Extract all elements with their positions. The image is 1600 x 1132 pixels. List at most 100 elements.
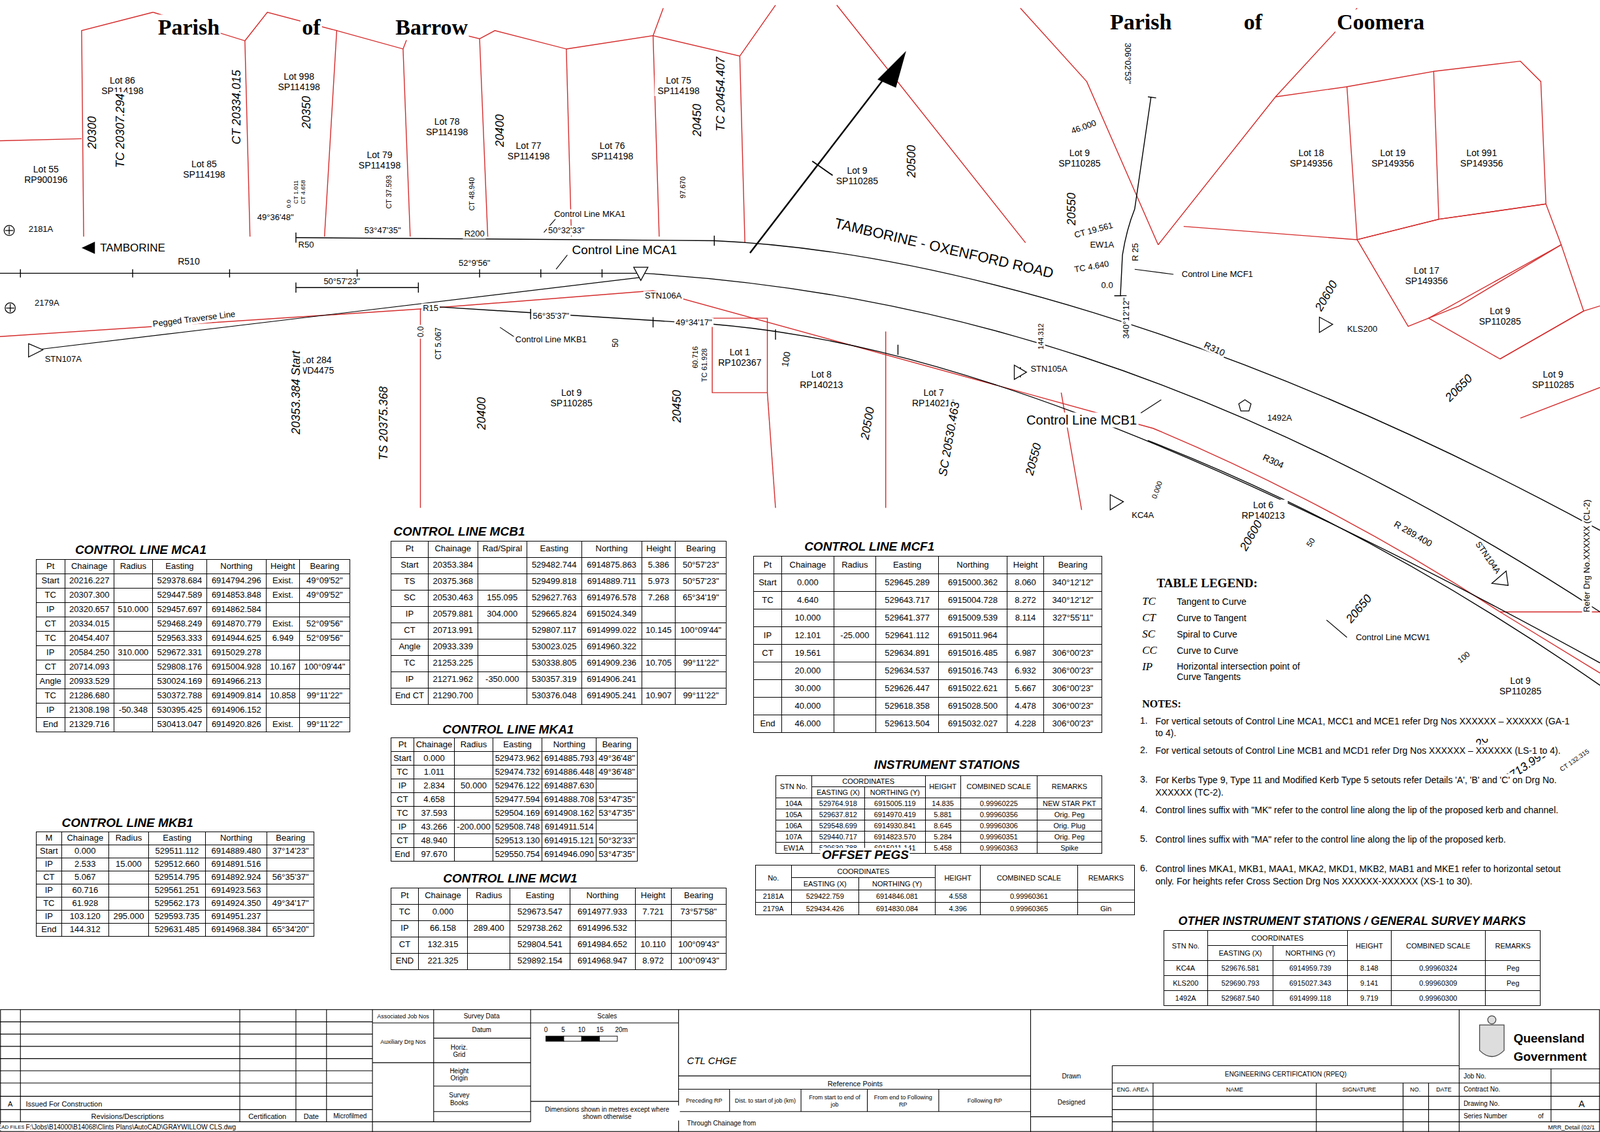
table-cell — [596, 779, 638, 794]
table-cell: Chainage — [62, 831, 110, 845]
title-block-text: Height Origin — [443, 1066, 475, 1082]
table-cell: 529514.795 — [148, 870, 206, 884]
table-cell: 6914823.570 — [865, 831, 926, 843]
table-cell: 2.834 — [413, 779, 455, 794]
table-cell: 6914970.419 — [865, 809, 926, 821]
table-cell: 529508.748 — [492, 820, 543, 835]
table-cell: 10.167 — [265, 659, 300, 675]
legend-heading: NOTES: — [1140, 697, 1183, 710]
title-block-grid — [1458, 1068, 1600, 1122]
map-annotation: 97.670 — [678, 175, 688, 201]
title-block-text: of — [1536, 1112, 1545, 1121]
table-cell — [113, 688, 153, 703]
table-cell: M — [35, 831, 62, 845]
map-annotation: 53°47'35" — [363, 226, 403, 236]
map-annotation: CT 37.593 — [384, 173, 394, 210]
map-annotation: CT 19.561 — [1072, 220, 1116, 241]
table-row: CT19.561529634.8916915016.4856.987306°00… — [753, 644, 1102, 663]
table-row: Start0.000529645.2896915000.3628.060340°… — [753, 574, 1102, 592]
table-cell: 529764.918 — [811, 798, 865, 810]
map-annotation: 50°32'33" — [546, 226, 587, 236]
title-block-text: NO. — [1408, 1086, 1422, 1094]
table-row: EASTING (X)NORTHING (Y) — [1163, 946, 1541, 962]
table-row: Angle20933.529530024.1696914966.213 — [35, 674, 350, 689]
table-cell: COORDINATES — [791, 865, 936, 879]
data-table: STN No.COORDINATESHEIGHTCOMBINED SCALERE… — [1163, 930, 1542, 1007]
table-cell: TC — [35, 688, 65, 703]
table-cell — [477, 622, 527, 639]
table-cell: 100°09'43" — [670, 953, 726, 970]
table-cell: 0.000 — [413, 751, 455, 766]
table-cell: 221.325 — [418, 953, 468, 970]
table-cell: 529504.169 — [492, 806, 543, 821]
table-cell: 20216.227 — [64, 573, 114, 588]
table-cell: COMBINED SCALE — [960, 776, 1037, 799]
map-annotation: EW1A — [1088, 239, 1116, 250]
table-cell: Height — [641, 540, 676, 558]
table-cell: 6914959.739 — [1273, 961, 1348, 977]
table-cell: KC4A — [1163, 961, 1208, 977]
map-annotation: 100 — [778, 349, 793, 370]
table-row: MChainageRadiusEastingNorthingBearing — [35, 831, 314, 845]
table-cell: IP — [391, 920, 419, 937]
map-annotation: TS 20375.368 — [376, 385, 391, 462]
table-cell: 340°12'12" — [1044, 574, 1103, 592]
note-text: For vertical setouts of Control Line MCB… — [1153, 744, 1577, 757]
table-cell — [454, 834, 493, 849]
table-cell: 529645.289 — [876, 574, 939, 592]
table-cell — [265, 602, 300, 617]
table-row: 107A529440.7176914823.5705.2840.99960351… — [776, 831, 1103, 843]
table-cell — [833, 697, 877, 716]
lot-label: Lot 77 SP114198 — [504, 140, 553, 162]
table-cell: 4.228 — [1006, 715, 1044, 734]
legend-text: Tangent to Curve — [1175, 596, 1248, 607]
map-annotation: 56°35'37" — [531, 311, 572, 322]
table-cell: 4.640 — [782, 591, 834, 610]
table-cell: 6914888.708 — [542, 793, 597, 807]
title-block-text: 20m — [613, 1027, 629, 1035]
table-cell: 0.99960351 — [960, 831, 1037, 843]
station-symbol — [1238, 399, 1252, 411]
lot-label: Lot 76 SP114198 — [587, 140, 637, 162]
table-cell: 21271.962 — [427, 671, 478, 688]
title-block-text: MRR_Detail (02/1 — [1547, 1124, 1597, 1131]
table-row: END221.325529892.1546914968.9478.972100°… — [391, 953, 727, 970]
table-cell: 7.268 — [641, 589, 676, 607]
table-cell: 61.928 — [62, 897, 110, 911]
title-block-text: Survey Data — [462, 1012, 502, 1021]
table-cell: STN No. — [776, 776, 813, 799]
table-cell — [1485, 991, 1541, 1007]
north-arrow — [750, 50, 907, 253]
table-row: TC20307.300529447.5896914853.848Exist.49… — [35, 587, 350, 603]
table-cell: STN No. — [1163, 930, 1208, 962]
table-cell: 9.141 — [1347, 976, 1392, 992]
table-cell: 144.312 — [62, 923, 110, 937]
table-cell: TC — [391, 765, 414, 780]
table-cell: 6914968.384 — [205, 923, 268, 937]
legend-heading: TABLE LEGEND: — [1155, 576, 1259, 591]
note-text: For vertical setouts of Control Line MCA… — [1153, 715, 1577, 739]
table-cell: IP — [35, 602, 65, 617]
table-cell: 50.000 — [454, 779, 493, 794]
title-block-text: ENG. AREA — [1115, 1086, 1150, 1094]
table-cell: 6914905.241 — [581, 687, 642, 705]
table-title: CONTROL LINE MKA1 — [440, 722, 575, 737]
lot-boundary — [479, 30, 572, 237]
table-cell: REMARKS — [1037, 776, 1103, 799]
title-block-text: DATE — [1434, 1086, 1453, 1094]
table-cell: 529641.377 — [876, 609, 939, 628]
title-block-text: Drawing No. — [1462, 1100, 1501, 1109]
table-cell — [1044, 627, 1103, 645]
table-cell: 73°57'58" — [670, 904, 726, 921]
table-cell: 6914887.630 — [542, 779, 597, 794]
table-cell — [467, 936, 511, 954]
map-annotation: R 289.400 — [1390, 518, 1435, 550]
map-annotation: STN105A — [1028, 364, 1069, 375]
table-cell: 6914911.514 — [542, 820, 597, 835]
table-row: Start20353.384529482.7446914875.8635.386… — [391, 557, 727, 574]
table-row: STN No.COORDINATESHEIGHTCOMBINED SCALERE… — [776, 776, 1103, 788]
table-cell: 52°09'56" — [299, 631, 351, 646]
table-row: SC20530.463155.095529627.7636914976.5787… — [391, 589, 727, 607]
map-annotation: TC 20307.294 — [113, 92, 128, 170]
table-cell: TC — [35, 631, 65, 646]
